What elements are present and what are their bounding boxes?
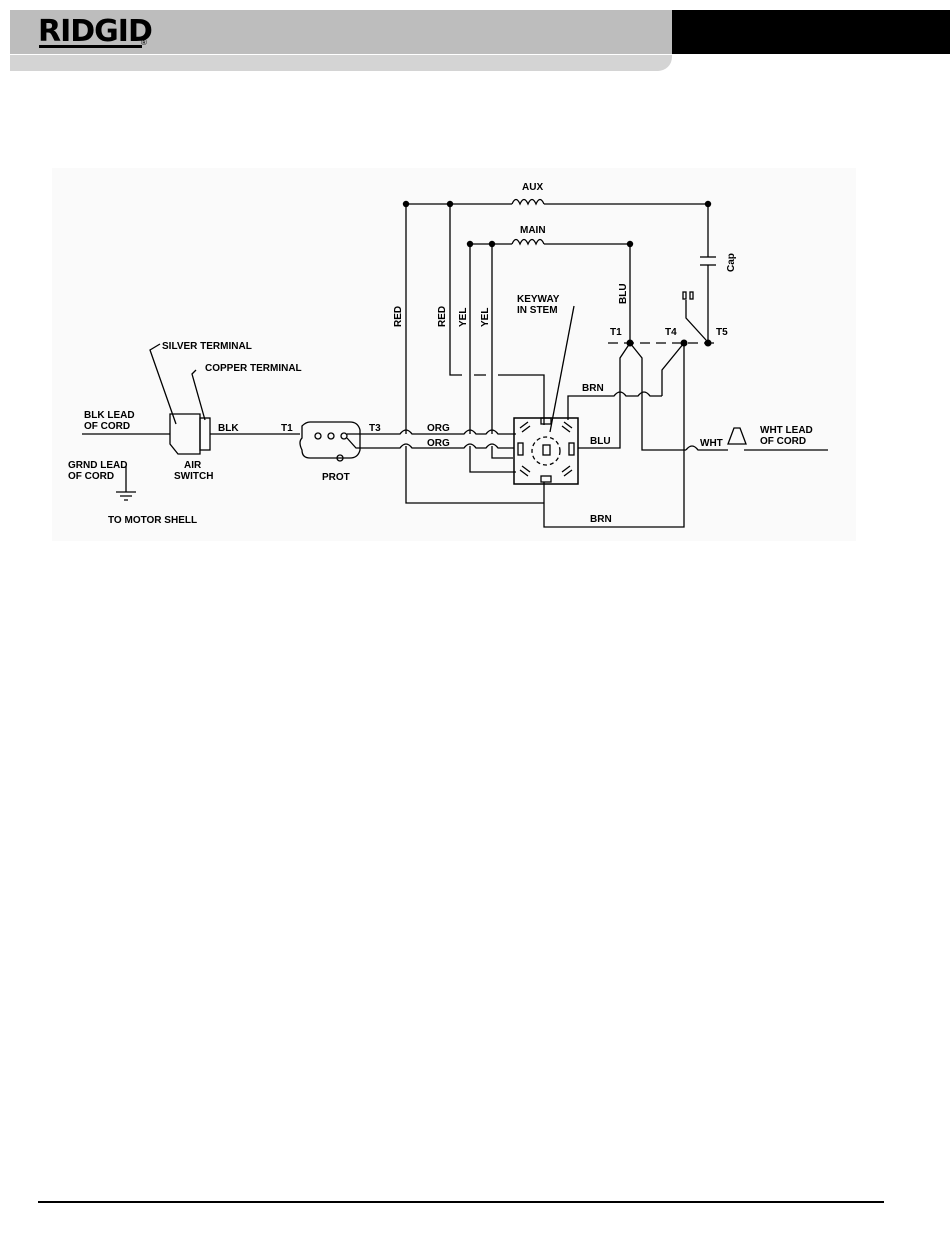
label-t3: T3 [369,423,381,434]
label-t1-prot: T1 [281,423,293,434]
label-prot: PROT [322,472,350,483]
label-brn-bottom: BRN [590,514,612,525]
label-air-switch-2: SWITCH [174,471,213,482]
label-to-motor-shell: TO MOTOR SHELL [108,515,197,526]
aux-winding [512,200,544,205]
node-t5 [705,340,712,347]
label-red-inner: RED [437,306,448,327]
receptacle-center-key [543,445,550,455]
label-blk: BLK [218,423,239,434]
receptacle-slot-left [518,443,523,455]
label-t4: T4 [665,327,677,338]
red-wire-outer [406,204,544,503]
protector-body [300,422,360,458]
node-t1 [627,340,634,347]
label-grnd-lead-1: GRND LEAD [68,460,127,471]
node-aux-left [403,201,409,207]
node-main-right [627,241,633,247]
label-wht-lead-2: OF CORD [760,436,806,447]
label-grnd-lead-2: OF CORD [68,471,114,482]
wht-connector [728,428,746,444]
prot-terminal-t3 [341,433,347,439]
node-t4 [681,340,688,347]
t4-t5-switch [686,300,706,340]
node-aux-red-inner [447,201,453,207]
label-red-outer: RED [393,306,404,327]
yel-wire-1 [470,244,516,472]
ground-symbol [116,492,136,500]
receptacle-slot-tr [562,422,572,432]
brn-wire-top [568,392,662,420]
receptacle-slot-bl [520,466,530,476]
label-aux: AUX [522,182,543,193]
label-yel-2: YEL [480,308,491,327]
receptacle-keyway-ring [532,437,560,465]
label-air-switch-1: AIR [184,460,202,471]
label-blu-vertical: BLU [618,283,629,304]
switch-contact-2 [690,292,693,299]
label-keyway-2: IN STEM [517,305,558,316]
label-main: MAIN [520,225,546,236]
brn-wire-bottom [544,343,684,527]
label-blk-lead-2: OF CORD [84,421,130,432]
copper-terminal-pointer [192,370,205,420]
main-winding [512,240,544,245]
switch-contact-1 [683,292,686,299]
air-switch-terminal [200,418,210,450]
receptacle-slot-tl [520,422,530,432]
prot-terminal-t1-a [315,433,321,439]
label-blk-lead-1: BLK LEAD [84,410,135,421]
label-org-1: ORG [427,423,450,434]
label-yel-1: YEL [458,308,469,327]
label-blu: BLU [590,436,611,447]
receptacle-slot-br [562,466,572,476]
prot-terminal-t1-b [328,433,334,439]
receptacle-slot-right [569,443,574,455]
node-aux-right [705,201,711,207]
t4-down [662,343,684,396]
label-keyway-1: KEYWAY [517,294,560,305]
label-copper-terminal: COPPER TERMINAL [205,363,302,374]
node-main-yel1 [467,241,473,247]
label-t5: T5 [716,327,728,338]
label-silver-terminal: SILVER TERMINAL [162,341,252,352]
receptacle-slot-bottom [541,476,551,482]
label-wht: WHT [700,438,723,449]
yel-wire-2 [492,244,513,458]
footer-rule [38,1201,884,1203]
silver-terminal-pointer [150,344,176,424]
label-org-2: ORG [427,438,450,449]
label-wht-lead-1: WHT LEAD [760,425,813,436]
label-brn-top: BRN [582,383,604,394]
receptacle-slot-top [541,418,551,424]
node-main-yel2 [489,241,495,247]
label-t1: T1 [610,327,622,338]
t1-split-a [620,343,630,396]
label-cap: Cap [726,253,737,272]
keyway-pointer [550,306,574,432]
